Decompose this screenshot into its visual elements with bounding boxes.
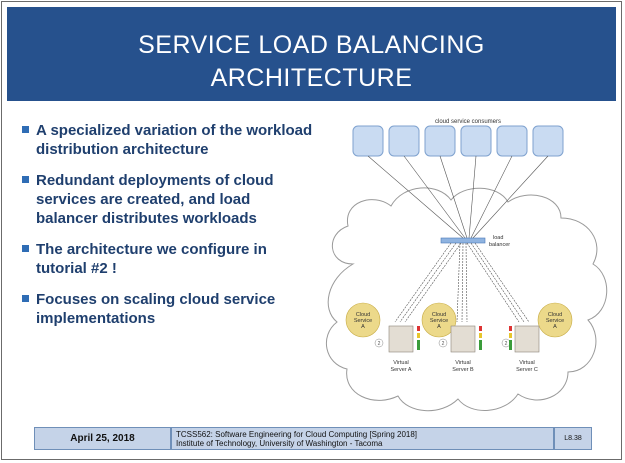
bullet-item: Focuses on scaling cloud service impleme… [22,290,314,328]
diagram-svg: cloud service consumers load balancer [326,119,608,412]
footer-date: April 25, 2018 [34,427,171,450]
footer-course-line1: TCSS562: Software Engineering for Cloud … [176,430,418,439]
server-label: Virtual [519,360,535,366]
counter-text: 2 [442,341,445,347]
server-label: Virtual [393,360,409,366]
service-label: A [437,324,441,330]
meter-yellow [417,333,420,338]
bullet-item: Redundant deployments of cloud services … [22,171,314,228]
service-label: Cloud [356,312,370,318]
slide-title: SERVICE LOAD BALANCING ARCHITECTURE [7,29,616,95]
meter-green [509,340,512,350]
service-label: Service [354,318,372,324]
bullet-square-icon [22,126,29,133]
meter-green [479,340,482,350]
server-group-a: Cloud Service A 2 Virtual Server A [345,302,420,373]
balancer-label-line2: balancer [489,242,510,248]
bullet-square-icon [22,295,29,302]
service-label: Cloud [548,312,562,318]
service-label: A [553,324,557,330]
meter-yellow [509,333,512,338]
server-box [388,325,414,353]
server-label: Server A [390,367,411,373]
balancer-label-line1: load [493,235,503,241]
counter-badge [438,338,448,348]
counter-text: 2 [378,341,381,347]
meter-red [509,326,512,331]
consumer-box [424,125,456,157]
consumer-box [532,125,564,157]
counter-badge [374,338,384,348]
server-label: Virtual [455,360,471,366]
load-balancing-diagram: cloud service consumers load balancer [323,114,611,416]
balancer-lines [394,242,530,323]
bullet-item: The architecture we configure in tutoria… [22,240,314,278]
consumers-group [352,125,564,157]
server-group-c: Cloud Service A 2 Virtual Server C [501,302,573,373]
bullet-text: Focuses on scaling cloud service impleme… [36,291,276,327]
consumers-label: cloud service consumers [435,119,501,125]
meter-red [417,326,420,331]
consumer-box [460,125,492,157]
consumer-box [388,125,420,157]
bullet-square-icon [22,245,29,252]
bullet-list: A specialized variation of the workload … [22,121,314,340]
counter-text: 2 [505,341,508,347]
consumer-lines [367,155,549,239]
server-label: Server B [452,367,474,373]
title-bar: SERVICE LOAD BALANCING ARCHITECTURE [7,7,616,103]
footer-course-line2: Institute of Technology, University of W… [176,439,383,448]
service-label: A [361,324,365,330]
bullet-square-icon [22,176,29,183]
service-label: Service [430,318,448,324]
title-line-1: SERVICE LOAD BALANCING [138,31,485,59]
service-label: Service [546,318,564,324]
cloud-service-badge [537,302,573,338]
consumer-box [352,125,384,157]
slide-footer: April 25, 2018 TCSS562: Software Enginee… [34,427,592,450]
meter-red [479,326,482,331]
server-box [514,325,540,353]
footer-course: TCSS562: Software Engineering for Cloud … [171,427,554,450]
bullet-text: The architecture we configure in tutoria… [36,241,267,277]
bullet-text: Redundant deployments of cloud services … [36,172,274,227]
cloud-service-badge [421,302,457,338]
footer-page-number: L8.38 [554,427,592,450]
title-line-2: ARCHITECTURE [210,64,413,92]
cloud-service-badge [345,302,381,338]
server-label: Server C [516,367,538,373]
consumer-box [496,125,528,157]
server-box [450,325,476,353]
cloud-outline [326,187,608,412]
meter-green [417,340,420,350]
service-label: Cloud [432,312,446,318]
server-group-b: Cloud Service A 2 Virtual Server B [421,302,482,373]
load-balancer-bar [440,237,486,244]
bullet-text: A specialized variation of the workload … [36,122,313,158]
meter-yellow [479,333,482,338]
bullet-item: A specialized variation of the workload … [22,121,314,159]
